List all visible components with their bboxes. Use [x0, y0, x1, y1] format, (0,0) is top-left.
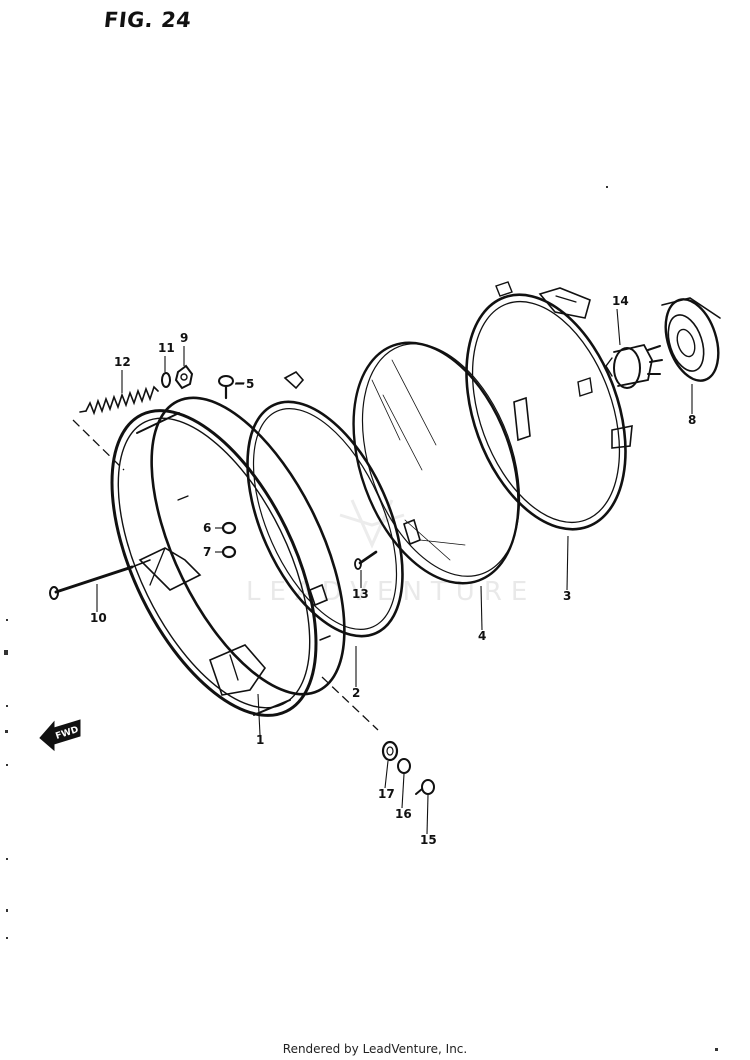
part-4-sealed-beam-lens[interactable]: [323, 320, 549, 606]
leader-line-1: [257, 693, 261, 736]
part-17-washer[interactable]: [381, 740, 399, 762]
part-15-bolt[interactable]: [415, 779, 435, 795]
part-14-headlight-bulb[interactable]: [605, 343, 663, 389]
part-10-adjusting-screw[interactable]: [49, 559, 151, 600]
scan-artifacts: [4, 186, 718, 1051]
part-7-nut[interactable]: [221, 545, 237, 559]
part-11-washer[interactable]: [161, 372, 171, 388]
callout-label-3: 3: [563, 589, 571, 603]
part-2-retaining-ring[interactable]: [216, 370, 435, 659]
callout-label-2: 2: [352, 686, 360, 700]
leader-line-14: [616, 308, 621, 346]
callout-label-13: 13: [352, 587, 369, 601]
leader-line-3: [566, 535, 569, 591]
part-3-headlight-case[interactable]: [437, 273, 656, 552]
callout-label-17: 17: [378, 787, 395, 801]
part-12-adjusting-spring[interactable]: [79, 385, 159, 416]
assembly-center-line: [72, 419, 379, 731]
leader-line-4: [480, 585, 483, 631]
part-5-screw[interactable]: [218, 375, 245, 400]
part-8-socket-cover[interactable]: [656, 293, 728, 388]
callout-label-15: 15: [420, 833, 437, 847]
part-6-cushion[interactable]: [221, 521, 237, 535]
callout-label-5: 5: [246, 377, 254, 391]
callout-label-16: 16: [395, 807, 412, 821]
callout-label-14: 14: [612, 294, 629, 308]
leader-line-15: [426, 794, 429, 835]
callout-label-11: 11: [158, 341, 175, 355]
leader-line-17: [384, 760, 389, 789]
callout-label-6: 6: [203, 521, 211, 535]
callout-label-4: 4: [478, 629, 486, 643]
callout-label-7: 7: [203, 545, 211, 559]
part-9-nut[interactable]: [174, 364, 194, 390]
leader-line-16: [401, 773, 405, 809]
callout-label-1: 1: [256, 733, 264, 747]
watermark-text: LEADVENTURE: [246, 577, 536, 607]
footer-credit: Rendered by LeadVenture, Inc.: [282, 1042, 468, 1056]
part-1-headlight-rim[interactable]: [70, 369, 384, 746]
leader-lines: [96, 308, 693, 835]
part-13-screw[interactable]: [354, 550, 378, 570]
callout-label-10: 10: [90, 611, 107, 625]
callout-label-9: 9: [180, 331, 188, 345]
callout-label-8: 8: [688, 413, 696, 427]
fwd-direction-arrow: FWD: [39, 719, 81, 752]
part-16-lock-washer[interactable]: [397, 758, 411, 774]
callout-label-12: 12: [114, 355, 131, 369]
